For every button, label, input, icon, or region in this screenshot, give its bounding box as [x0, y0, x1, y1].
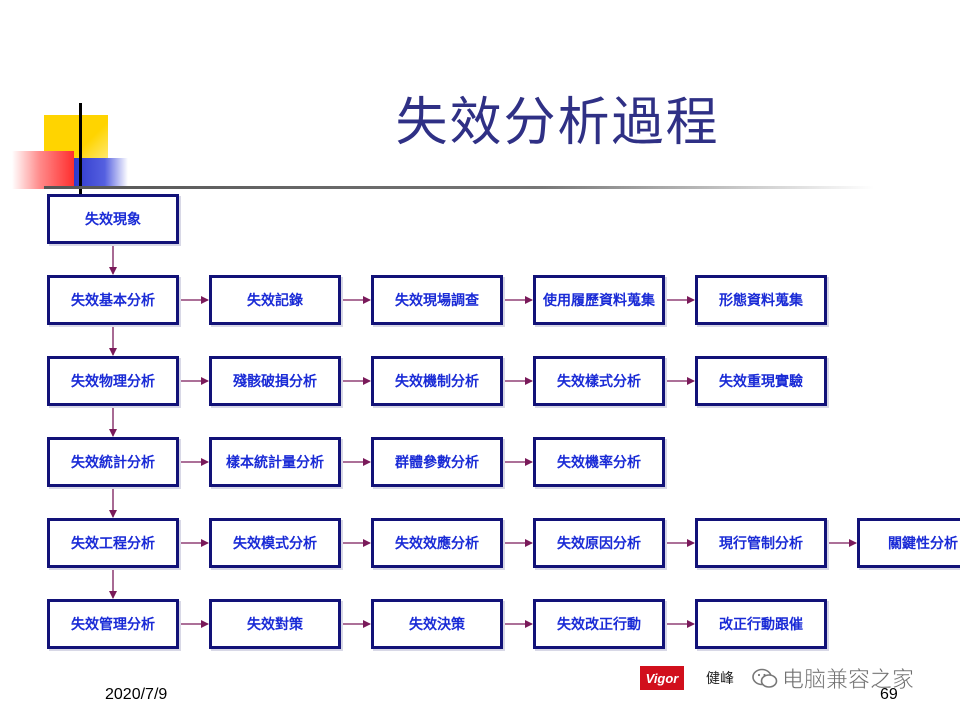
flow-node-label: 失效重現實驗: [719, 374, 803, 390]
flow-node: 失效物理分析: [47, 356, 179, 406]
flow-node: 失效基本分析: [47, 275, 179, 325]
flow-node: 失效樣式分析: [533, 356, 665, 406]
flow-node-label: 殘骸破損分析: [233, 374, 317, 390]
flow-node-label: 失效現場調查: [395, 293, 479, 309]
wechat-icon: [752, 668, 778, 688]
flow-node-label: 失效模式分析: [233, 536, 317, 552]
company-logo: Vigor: [640, 666, 684, 690]
flow-node-label: 失效工程分析: [71, 536, 155, 552]
flow-node-label: 關鍵性分析: [888, 536, 958, 552]
flow-node: 失效改正行動: [533, 599, 665, 649]
flow-node-label: 失效管理分析: [71, 617, 155, 633]
flow-node-label: 失效改正行動: [557, 617, 641, 633]
flow-node-label: 失效統計分析: [71, 455, 155, 471]
flow-node-label: 失效現象: [85, 212, 141, 228]
flow-node: 殘骸破損分析: [209, 356, 341, 406]
flow-node: 改正行動跟催: [695, 599, 827, 649]
flow-node-label: 形態資料蒐集: [719, 293, 803, 309]
flow-node: 失效機率分析: [533, 437, 665, 487]
flow-node-label: 改正行動跟催: [719, 617, 803, 633]
flow-node-label: 失效物理分析: [71, 374, 155, 390]
flow-node-label: 失效樣式分析: [557, 374, 641, 390]
flow-node: 失效模式分析: [209, 518, 341, 568]
footer-company: 健峰: [706, 671, 734, 687]
flow-node-label: 失效基本分析: [71, 293, 155, 309]
flow-node: 失效現場調查: [371, 275, 503, 325]
flow-node: 失效決策: [371, 599, 503, 649]
footer-date: 2020/7/9: [105, 686, 168, 703]
flow-node: 樣本統計量分析: [209, 437, 341, 487]
flow-node-label: 失效對策: [247, 617, 303, 633]
flow-node-label: 失效機制分析: [395, 374, 479, 390]
flow-node: 失效統計分析: [47, 437, 179, 487]
flow-node: 使用履歷資料蒐集: [533, 275, 665, 325]
flow-node: 形態資料蒐集: [695, 275, 827, 325]
flow-node-label: 失效決策: [409, 617, 465, 633]
flow-node-label: 群體參數分析: [395, 455, 479, 471]
flow-node: 失效管理分析: [47, 599, 179, 649]
flow-node: 失效重現實驗: [695, 356, 827, 406]
flow-node: 失效工程分析: [47, 518, 179, 568]
flow-node: 失效機制分析: [371, 356, 503, 406]
flow-node: 失效效應分析: [371, 518, 503, 568]
title-divider: [44, 186, 874, 189]
flow-node: 失效對策: [209, 599, 341, 649]
flow-node-label: 失效記錄: [247, 293, 303, 309]
flow-node-label: 使用履歷資料蒐集: [543, 293, 655, 309]
flow-node-label: 失效機率分析: [557, 455, 641, 471]
flow-node-label: 樣本統計量分析: [226, 455, 324, 471]
page-number: 69: [880, 686, 898, 703]
flow-node-label: 失效原因分析: [557, 536, 641, 552]
flow-node: 失效原因分析: [533, 518, 665, 568]
flow-node-label: 現行管制分析: [719, 536, 803, 552]
flow-node: 失效現象: [47, 194, 179, 244]
watermark-text: 电脑兼容之家: [782, 668, 915, 694]
slide-title: 失效分析過程: [395, 93, 720, 153]
flow-node: 關鍵性分析: [857, 518, 960, 568]
decor-vertical-line: [79, 103, 82, 197]
decor-red-square: [12, 151, 74, 189]
flow-node: 群體參數分析: [371, 437, 503, 487]
flow-node: 現行管制分析: [695, 518, 827, 568]
flow-node: 失效記錄: [209, 275, 341, 325]
flow-node-label: 失效效應分析: [395, 536, 479, 552]
